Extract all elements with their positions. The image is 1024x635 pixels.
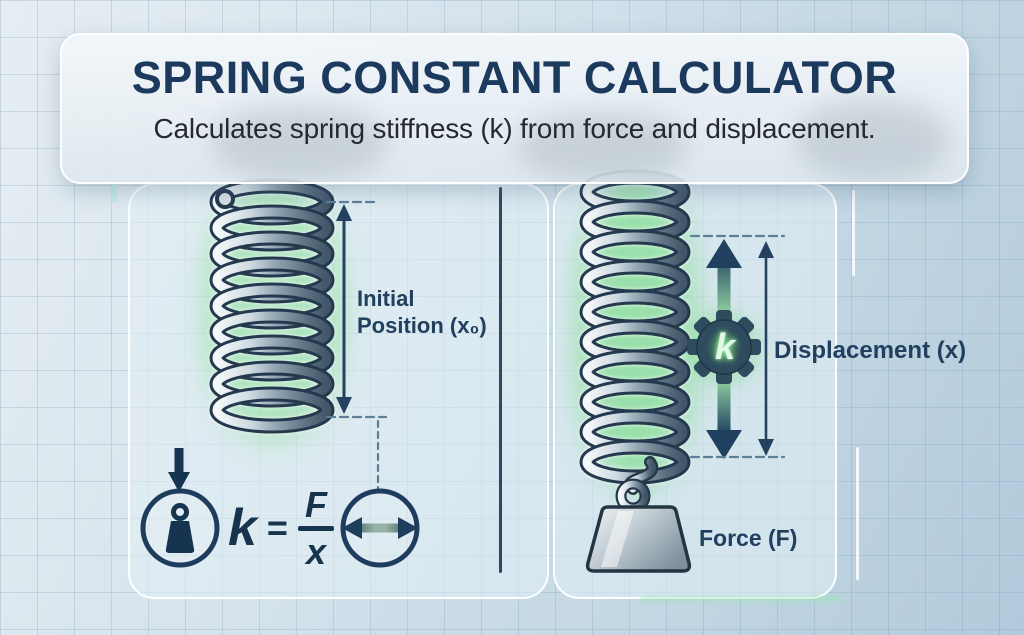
spring-end-cap — [215, 189, 235, 209]
gear-k-symbol: k — [714, 326, 736, 367]
left-arrowhead-icon — [342, 517, 362, 539]
page-title: SPRING CONSTANT CALCULATOR — [131, 52, 898, 103]
formula-denominator: x — [305, 530, 326, 572]
displacement-label: Displacement (x) — [774, 337, 967, 364]
up-arrowhead-icon — [758, 241, 774, 258]
frosted-shadow-blob — [212, 107, 387, 179]
decorative-teal-tick — [111, 184, 117, 202]
stretched-spring-illustration — [579, 169, 691, 485]
initial-position-panel — [128, 183, 549, 599]
page-subtitle: Calculates spring stiffness (k) from for… — [153, 113, 876, 144]
decorative-line — [856, 447, 859, 580]
stretch-arrows — [706, 239, 742, 459]
gear-k-icon — [687, 310, 761, 384]
fraction-bar — [297, 525, 334, 531]
compressed-spring-illustration — [209, 178, 335, 434]
down-arrow-icon — [706, 430, 742, 459]
force-direction-icon — [168, 448, 190, 492]
weight-icon — [165, 521, 195, 553]
formula-numerator: F — [304, 483, 327, 525]
right-arrowhead-icon — [398, 517, 418, 539]
spring-constant-formula: k = F x — [228, 483, 334, 573]
frosted-shadow-blob — [517, 113, 687, 179]
up-arrowhead-icon — [336, 204, 352, 221]
formula-fraction: F x — [297, 483, 334, 572]
hanging-weight-icon — [585, 505, 692, 573]
formula-lhs: k — [228, 499, 257, 557]
initial-position-label: Initial Position (x₀) — [357, 286, 487, 340]
displacement-measure — [689, 234, 786, 459]
initial-position-label-line2: Position (x₀) — [357, 312, 487, 338]
down-arrowhead-icon — [336, 397, 352, 414]
decorative-green-glow-line — [640, 597, 842, 601]
decorative-line — [852, 190, 855, 276]
down-arrow-icon — [168, 472, 190, 492]
formula-equals: = — [266, 507, 288, 548]
frosted-shadow-blob — [797, 101, 947, 179]
title-card: SPRING CONSTANT CALCULATOR Calculates sp… — [60, 33, 969, 184]
spring-hook — [615, 456, 659, 514]
horizontal-arrow-circle-icon — [340, 488, 420, 568]
force-label: Force (F) — [699, 525, 798, 551]
weight-highlight — [601, 511, 634, 567]
initial-position-measure — [325, 200, 388, 490]
panel-divider — [499, 187, 502, 573]
weight-icon — [171, 503, 189, 521]
up-arrow-icon — [706, 239, 742, 268]
weight-circle-icon — [140, 488, 220, 568]
initial-position-label-line1: Initial — [357, 286, 415, 311]
down-arrowhead-icon — [758, 439, 774, 456]
